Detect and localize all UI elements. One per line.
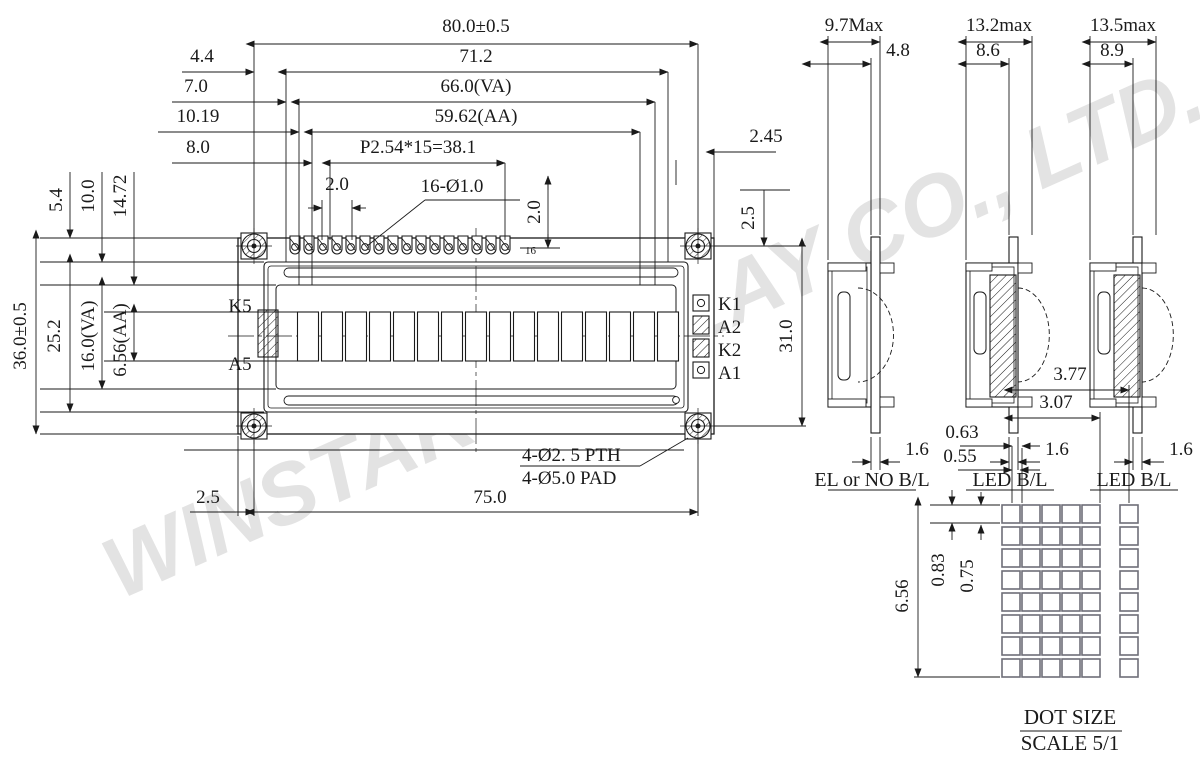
label-terminal-a1: A1 [718, 363, 741, 384]
vertical-top-dims [40, 172, 276, 435]
dim-led2-glass: 8.9 [1100, 40, 1124, 61]
dim-offset-7-0: 7.0 [184, 76, 208, 97]
bottom-dims [184, 436, 699, 516]
dim-top-offset-10-0: 10.0 [78, 179, 99, 212]
side-view-led-1: 13.2max 8.6 1.6 LED B/L [957, 15, 1069, 491]
dim-overall-width: 80.0±0.5 [442, 16, 509, 37]
dim-top-clearance: 2.5 [738, 206, 759, 230]
character-cells [296, 311, 680, 362]
left-offset-dims [158, 68, 313, 167]
dot-size-detail: 3.77 3.07 0.63 0.55 0.83 0.75 6.56 DOT S… [892, 364, 1139, 755]
label-terminal-k2: K2 [718, 340, 741, 361]
dim-dot-width: 0.55 [943, 446, 976, 467]
dim-mounting-hole-span: 75.0 [473, 487, 506, 508]
dim-dot-pitch-x: 0.63 [945, 422, 978, 443]
label-terminal-k5: K5 [228, 296, 251, 317]
dot-matrix-cursor-column [1119, 504, 1139, 678]
dim-pin-row-offset-group [520, 175, 560, 249]
dim-top-offset-14-72: 14.72 [110, 175, 131, 218]
caption-side-view-led-2: LED B/L [1097, 469, 1172, 491]
hole-notes: 4-Ø2. 5 PTH 4-Ø5.0 PAD [520, 437, 689, 489]
left-vertical-dims [32, 229, 300, 435]
dot-matrix-grid [1001, 504, 1101, 678]
dim-pin-pitch: P2.54*15=38.1 [360, 137, 476, 158]
dot-detail-title: DOT SIZE [1024, 705, 1116, 729]
dim-viewing-area-height: 16.0(VA) [78, 301, 99, 372]
dim-hole-left-offset: 2.5 [196, 487, 220, 508]
caption-side-view-led-1: LED B/L [973, 469, 1048, 491]
dim-dot-total-width: 3.77 [1053, 364, 1086, 385]
pin-count-marker: 16 [525, 245, 537, 257]
dim-led2-max-thickness: 13.5max [1090, 15, 1156, 36]
dim-dot-total-height: 6.56 [892, 579, 913, 612]
dim-active-area-width: 59.62(AA) [435, 106, 518, 127]
right-vertical-dims [714, 189, 806, 427]
label-terminal-a5: A5 [228, 354, 251, 375]
dim-pin-hole-callout: 16-Ø1.0 [421, 176, 484, 197]
dim-pin-edge-offset: 2.0 [325, 174, 349, 195]
dim-overall-height: 36.0±0.5 [10, 302, 31, 369]
side-view-led-2: 13.5max 8.9 1.6 LED B/L [1081, 15, 1193, 491]
dim-offset-4-4: 4.4 [190, 46, 214, 67]
dim-offset-10-19: 10.19 [177, 106, 220, 127]
dim-led1-pcb: 1.6 [1045, 439, 1069, 460]
pin-hole-leader [366, 199, 426, 247]
dim-dot-pitch-y: 0.83 [928, 553, 949, 586]
dim-led2-pcb: 1.6 [1169, 439, 1193, 460]
dim-pin-edge-detail [308, 200, 366, 240]
note-pth: 4-Ø2. 5 PTH [522, 445, 621, 466]
dim-hole-vertical-span: 31.0 [776, 319, 797, 352]
dim-el-max-thickness: 9.7Max [825, 15, 884, 36]
label-terminal-k1: K1 [718, 294, 741, 315]
dim-right-edge-offset: 2.45 [749, 126, 782, 147]
caption-side-view-el: EL or NO B/L [814, 469, 929, 491]
right-terminal-pads [692, 294, 710, 379]
dim-viewing-area-width: 66.0(VA) [441, 76, 512, 97]
side-view-el: 9.7Max 4.8 1.6 EL or NO B/L [801, 15, 930, 491]
dot-detail-scale: SCALE 5/1 [1021, 731, 1120, 755]
dim-led1-max-thickness: 13.2max [966, 15, 1032, 36]
left-backlight-pad [257, 309, 279, 358]
dim-pin-row-offset: 2.0 [524, 200, 545, 224]
note-pad: 4-Ø5.0 PAD [522, 468, 616, 489]
label-terminal-a2: A2 [718, 317, 741, 338]
dim-el-glass: 4.8 [886, 40, 910, 61]
dim-dot-height: 0.75 [957, 559, 978, 592]
dim-pcb-inner-height: 25.2 [44, 319, 65, 352]
dim-offset-8-0: 8.0 [186, 137, 210, 158]
top-dimension-stack [245, 40, 715, 285]
dim-led1-glass: 8.6 [976, 40, 1000, 61]
dim-pcb-inner-width: 71.2 [459, 46, 492, 67]
dim-active-area-height: 6.56(AA) [110, 303, 131, 376]
dim-el-pcb: 1.6 [905, 439, 929, 460]
dim-dot-matrix-width: 3.07 [1039, 392, 1072, 413]
dim-top-offset-5-4: 5.4 [46, 188, 67, 212]
